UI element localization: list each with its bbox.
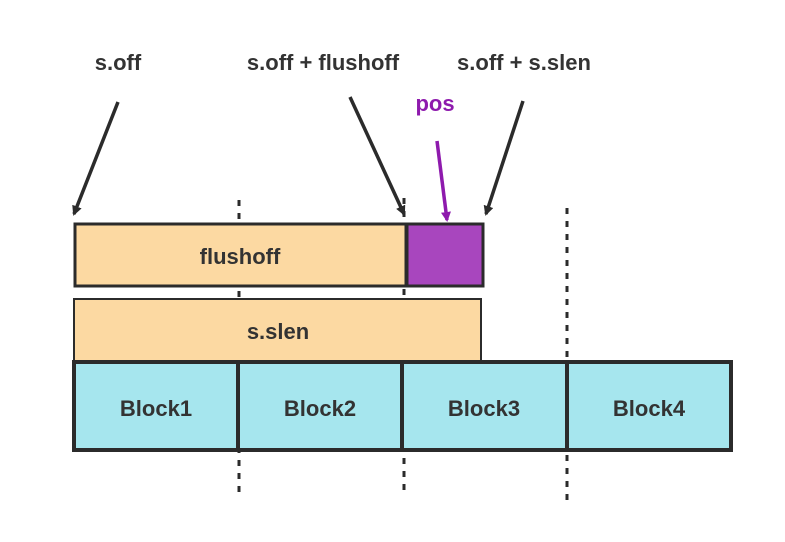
block-1-label: Block1 <box>120 396 192 421</box>
label-soff-slen: s.off + s.slen <box>457 50 591 75</box>
label-soff-flushoff: s.off + flushoff <box>247 50 400 75</box>
arrow-soff <box>72 101 120 216</box>
block-4-label: Block4 <box>613 396 686 421</box>
arrow-soff-slen <box>483 100 525 216</box>
flushoff-box <box>73 222 408 288</box>
label-soff: s.off <box>95 50 142 75</box>
arrow-soff-flushoff <box>348 96 406 216</box>
slen-label: s.slen <box>247 319 309 344</box>
block-2 <box>236 360 404 452</box>
pos-box <box>405 222 485 288</box>
block-3 <box>400 360 569 452</box>
slen-box <box>73 298 482 362</box>
block-4 <box>565 360 733 452</box>
arrow-pos <box>435 140 451 222</box>
block-2-label: Block2 <box>284 396 356 421</box>
block-3-label: Block3 <box>448 396 520 421</box>
flushoff-label: flushoff <box>200 244 281 269</box>
label-pos: pos <box>415 91 454 116</box>
